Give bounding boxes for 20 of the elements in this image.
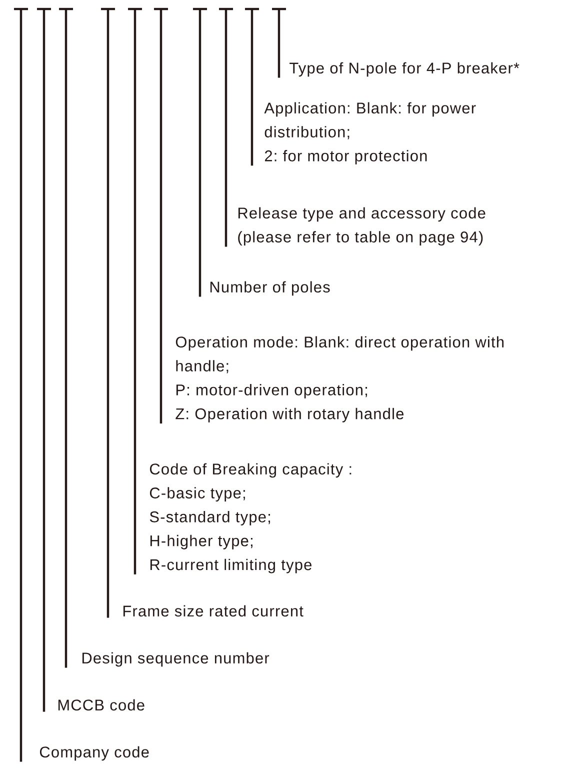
- leader-line: [154, 8, 168, 424]
- leader-line: [59, 8, 73, 668]
- leader-line: [101, 8, 115, 618]
- leader-line: [128, 8, 142, 574]
- description-text: Operation mode: Blank: direct operation with handle; P: motor-driven operation; Z: Operation with rotary handle: [176, 336, 504, 422]
- leader-line: [14, 8, 28, 762]
- leader-line: [193, 8, 207, 297]
- description-text: Code of Breaking capacity : C-basic type; S-standard type; H-higher type; R-current limiting type: [150, 463, 352, 574]
- leader-line: [37, 8, 51, 712]
- description-text: Number of poles: [210, 281, 330, 296]
- description-text: Type of N-pole for 4-P breaker*: [290, 62, 520, 77]
- leader-line: [272, 8, 286, 78]
- description-text: Frame size rated current: [123, 605, 304, 617]
- leader-line: [245, 8, 259, 166]
- description-text: MCCB code: [58, 699, 144, 711]
- leader-line: [219, 8, 233, 247]
- description-text: Release type and accessory code (please refer to table on page 94): [238, 207, 486, 246]
- description-text: Company code: [40, 746, 149, 761]
- description-text: Design sequence number: [82, 652, 270, 667]
- description-text: Application: Blank: for power distribution; 2: for motor protection: [264, 102, 476, 164]
